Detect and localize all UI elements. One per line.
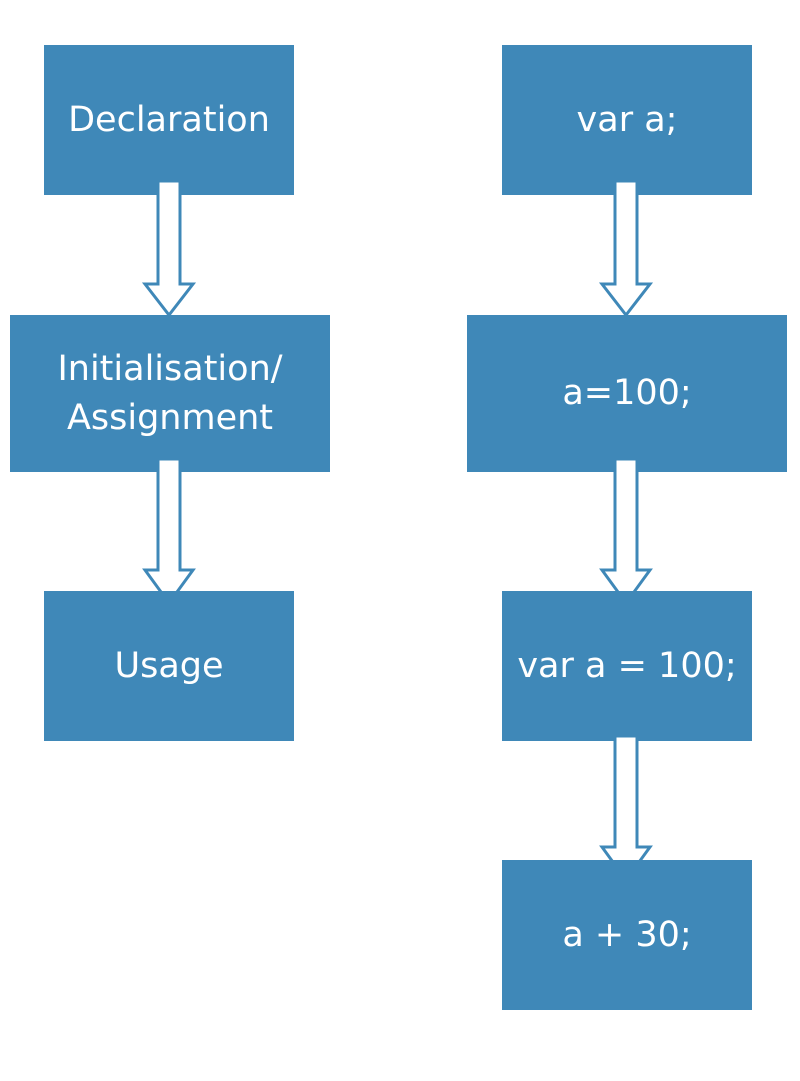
usage-box: Usage bbox=[44, 591, 294, 741]
initialisation-label-line2: Assignment bbox=[66, 397, 274, 438]
assign-code-label: a=100; bbox=[562, 373, 692, 413]
arrow-down-icon bbox=[141, 179, 197, 318]
arrow-down-icon bbox=[599, 457, 653, 606]
arrow-down-icon bbox=[142, 457, 196, 606]
use-code-label: a + 30; bbox=[562, 914, 692, 955]
declare-code-label: var a; bbox=[576, 99, 678, 140]
initialisation-label-line1: Initialisation/ bbox=[57, 348, 283, 389]
declare-assign-code-label: var a = 100; bbox=[517, 645, 737, 686]
declare-assign-code-box: var a = 100; bbox=[502, 591, 752, 741]
use-code-box: a + 30; bbox=[502, 860, 752, 1010]
initialisation-box: Initialisation/ Assignment bbox=[10, 315, 330, 472]
declaration-box: Declaration bbox=[44, 45, 294, 195]
declare-code-box: var a; bbox=[502, 45, 752, 195]
declaration-label: Declaration bbox=[68, 99, 270, 140]
usage-label: Usage bbox=[114, 645, 224, 686]
assign-code-box: a=100; bbox=[467, 315, 787, 472]
arrow-down-icon bbox=[598, 179, 654, 318]
